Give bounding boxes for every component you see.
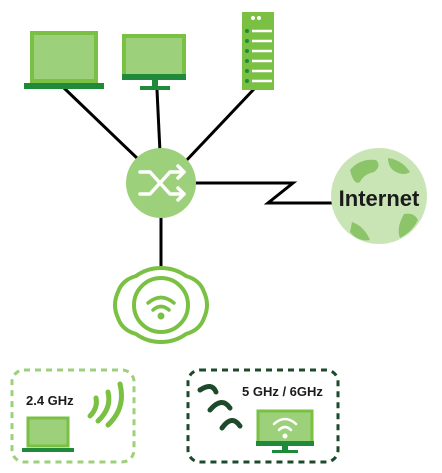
connection-lines xyxy=(62,86,335,269)
link-switch-internet xyxy=(191,181,335,205)
internet-label: Internet xyxy=(339,186,420,211)
band-24-group: 2.4 GHz xyxy=(10,368,136,464)
band-5-6-label: 5 GHz / 6GHz xyxy=(242,384,323,399)
access-point-icon xyxy=(113,265,209,345)
switch-icon xyxy=(126,148,196,218)
laptop-icon xyxy=(22,416,74,452)
monitor-icon xyxy=(256,409,314,453)
server-icon xyxy=(242,12,274,90)
wifi-waves-icon xyxy=(197,384,243,431)
monitor-icon xyxy=(122,34,186,90)
link-monitor-switch xyxy=(155,88,162,154)
link-server-switch xyxy=(182,86,257,165)
wifi-waves-icon xyxy=(87,381,124,428)
band-24-label: 2.4 GHz xyxy=(26,393,74,408)
link-laptop-switch xyxy=(62,86,141,162)
band-5-6-group: 5 GHz / 6GHz xyxy=(186,368,340,464)
laptop-icon xyxy=(24,31,104,89)
wifi-waves-icon xyxy=(146,295,176,312)
globe-icon: Internet xyxy=(331,148,427,244)
